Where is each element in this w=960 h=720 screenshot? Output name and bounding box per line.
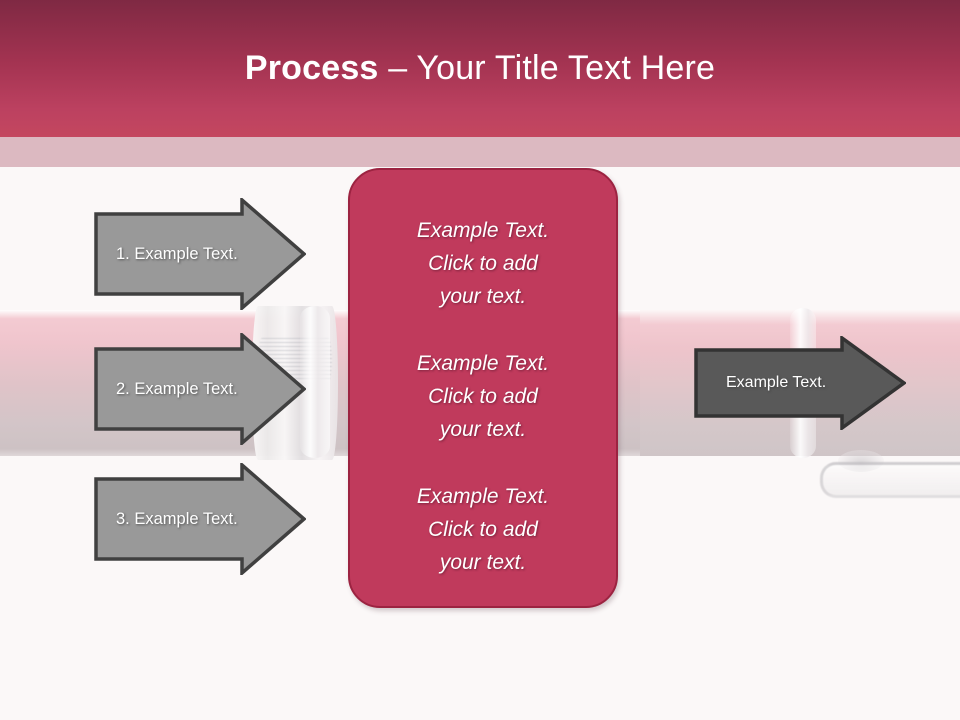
input-arrow-1[interactable]: 1. Example Text. bbox=[94, 198, 306, 310]
output-arrow[interactable]: Example Text. bbox=[694, 336, 906, 430]
pen-clip bbox=[820, 462, 960, 498]
input-arrow-3-label: 3. Example Text. bbox=[116, 509, 238, 528]
process-detail-panel[interactable]: Example Text. Click to add your text. Ex… bbox=[348, 168, 618, 608]
arrow-right-icon bbox=[94, 333, 306, 445]
input-arrow-2-label: 2. Example Text. bbox=[116, 379, 238, 398]
panel-text-block-2: Example Text. Click to add your text. bbox=[416, 352, 550, 441]
input-arrow-3[interactable]: 3. Example Text. bbox=[94, 463, 306, 575]
panel-text-block-1: Example Text. Click to add your text. bbox=[416, 219, 550, 308]
output-arrow-label: Example Text. bbox=[726, 374, 827, 391]
input-arrow-2[interactable]: 2. Example Text. bbox=[94, 333, 306, 445]
panel-text-block-3: Example Text. Click to add your text. bbox=[416, 485, 550, 574]
input-arrow-1-label: 1. Example Text. bbox=[116, 244, 238, 263]
arrow-right-icon bbox=[694, 336, 906, 430]
arrow-right-icon bbox=[94, 463, 306, 575]
page-title-strong: Process bbox=[244, 49, 379, 87]
header-accent-band bbox=[0, 137, 960, 167]
arrow-right-icon bbox=[94, 198, 306, 310]
slide-header bbox=[0, 0, 960, 137]
page-title: Process – Your Title Text Here bbox=[0, 0, 960, 137]
page-title-rest: – Your Title Text Here bbox=[378, 49, 716, 87]
